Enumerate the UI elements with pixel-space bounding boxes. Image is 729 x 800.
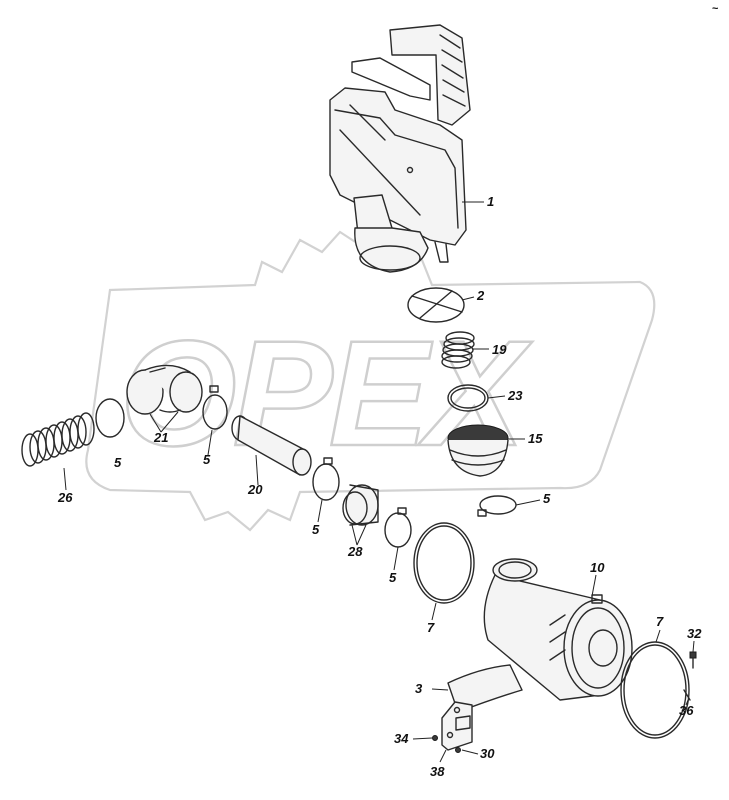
straight-pipe	[231, 415, 312, 476]
callouts: 1 2 19 23 15 21 5 5 26 20 5 28 5 5 10 7 …	[57, 194, 702, 779]
callout-20: 20	[247, 482, 263, 497]
callout-10: 10	[590, 560, 605, 575]
gasket	[407, 287, 465, 323]
rubber-strap	[447, 664, 523, 713]
callout-30: 30	[480, 746, 495, 761]
rubber-bellows	[447, 424, 509, 477]
coupling-sleeve	[342, 484, 379, 526]
callout-5: 5	[312, 522, 320, 537]
callout-3: 3	[415, 681, 423, 696]
nut-36	[683, 689, 691, 701]
corner-mark: ~	[712, 3, 719, 15]
mounting-band	[620, 641, 690, 739]
leader-lines	[63, 201, 695, 763]
callout-36: 36	[679, 703, 694, 718]
callout-26: 26	[57, 490, 73, 505]
callout-28: 28	[347, 544, 363, 559]
callout-38: 38	[430, 764, 445, 779]
callout-7: 7	[427, 620, 435, 635]
elbow-pipe	[126, 364, 219, 415]
callout-5: 5	[114, 455, 122, 470]
callout-23: 23	[507, 388, 523, 403]
callout-19: 19	[492, 342, 507, 357]
air-filter-housing	[483, 558, 633, 701]
callout-5: 5	[543, 491, 551, 506]
callout-5: 5	[203, 452, 211, 467]
callout-1: 1	[487, 194, 494, 209]
callout-7: 7	[656, 614, 664, 629]
screw-30	[455, 747, 461, 753]
spring-19	[441, 331, 475, 369]
hose-clamp	[202, 394, 228, 430]
callout-2: 2	[476, 288, 485, 303]
callout-34: 34	[394, 731, 409, 746]
air-intake-housing	[329, 24, 471, 273]
hose-clamp	[384, 512, 412, 548]
mounting-band	[413, 522, 475, 604]
bolt-32	[689, 651, 697, 669]
washer-34	[432, 735, 438, 741]
callout-15: 15	[528, 431, 543, 446]
corrugated-hose	[21, 412, 95, 467]
callout-5: 5	[389, 570, 397, 585]
callout-32: 32	[687, 626, 702, 641]
callout-21: 21	[153, 430, 168, 445]
hose-clamp	[95, 398, 125, 438]
mounting-bracket	[441, 701, 473, 751]
